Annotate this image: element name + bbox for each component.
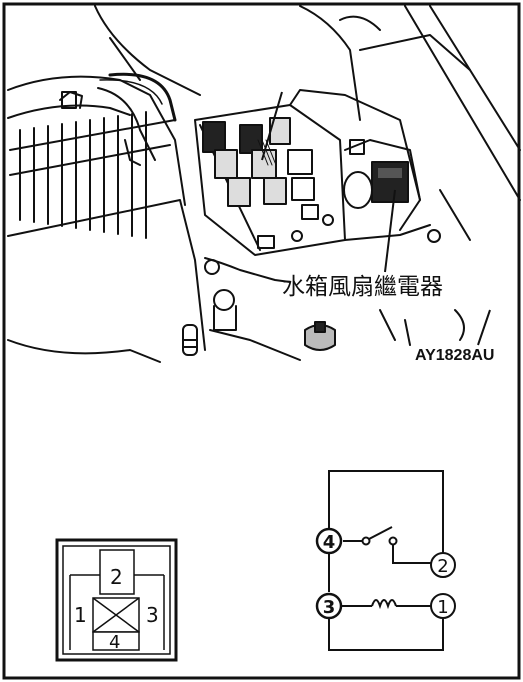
connector-pin-1: 1 (74, 603, 87, 627)
terminal-1-circle (430, 593, 456, 619)
schematic-terminals: 4 2 3 1 (315, 527, 456, 620)
terminal-3-circle (315, 592, 343, 620)
relay-connector-diagram: 2 1 3 4 (55, 538, 178, 662)
terminal-2-circle (430, 552, 456, 578)
relay-schematic (328, 470, 444, 651)
terminal-1-label: 1 (437, 597, 448, 618)
terminal-4-circle (315, 527, 343, 555)
connector-pin-3: 3 (146, 603, 159, 627)
engine-bay-illustration (7, 5, 521, 363)
connector-pin-2: 2 (110, 565, 123, 589)
callout-label-radiator-fan-relay: 水箱風扇繼電器 (282, 274, 443, 300)
connector-pin-4: 4 (109, 632, 120, 653)
callout-leaders (261, 91, 491, 346)
terminal-4-label: 4 (323, 532, 336, 553)
figure-code: AY1828AU (415, 347, 494, 364)
terminal-3-label: 3 (323, 597, 336, 618)
terminal-2-label: 2 (437, 556, 448, 577)
